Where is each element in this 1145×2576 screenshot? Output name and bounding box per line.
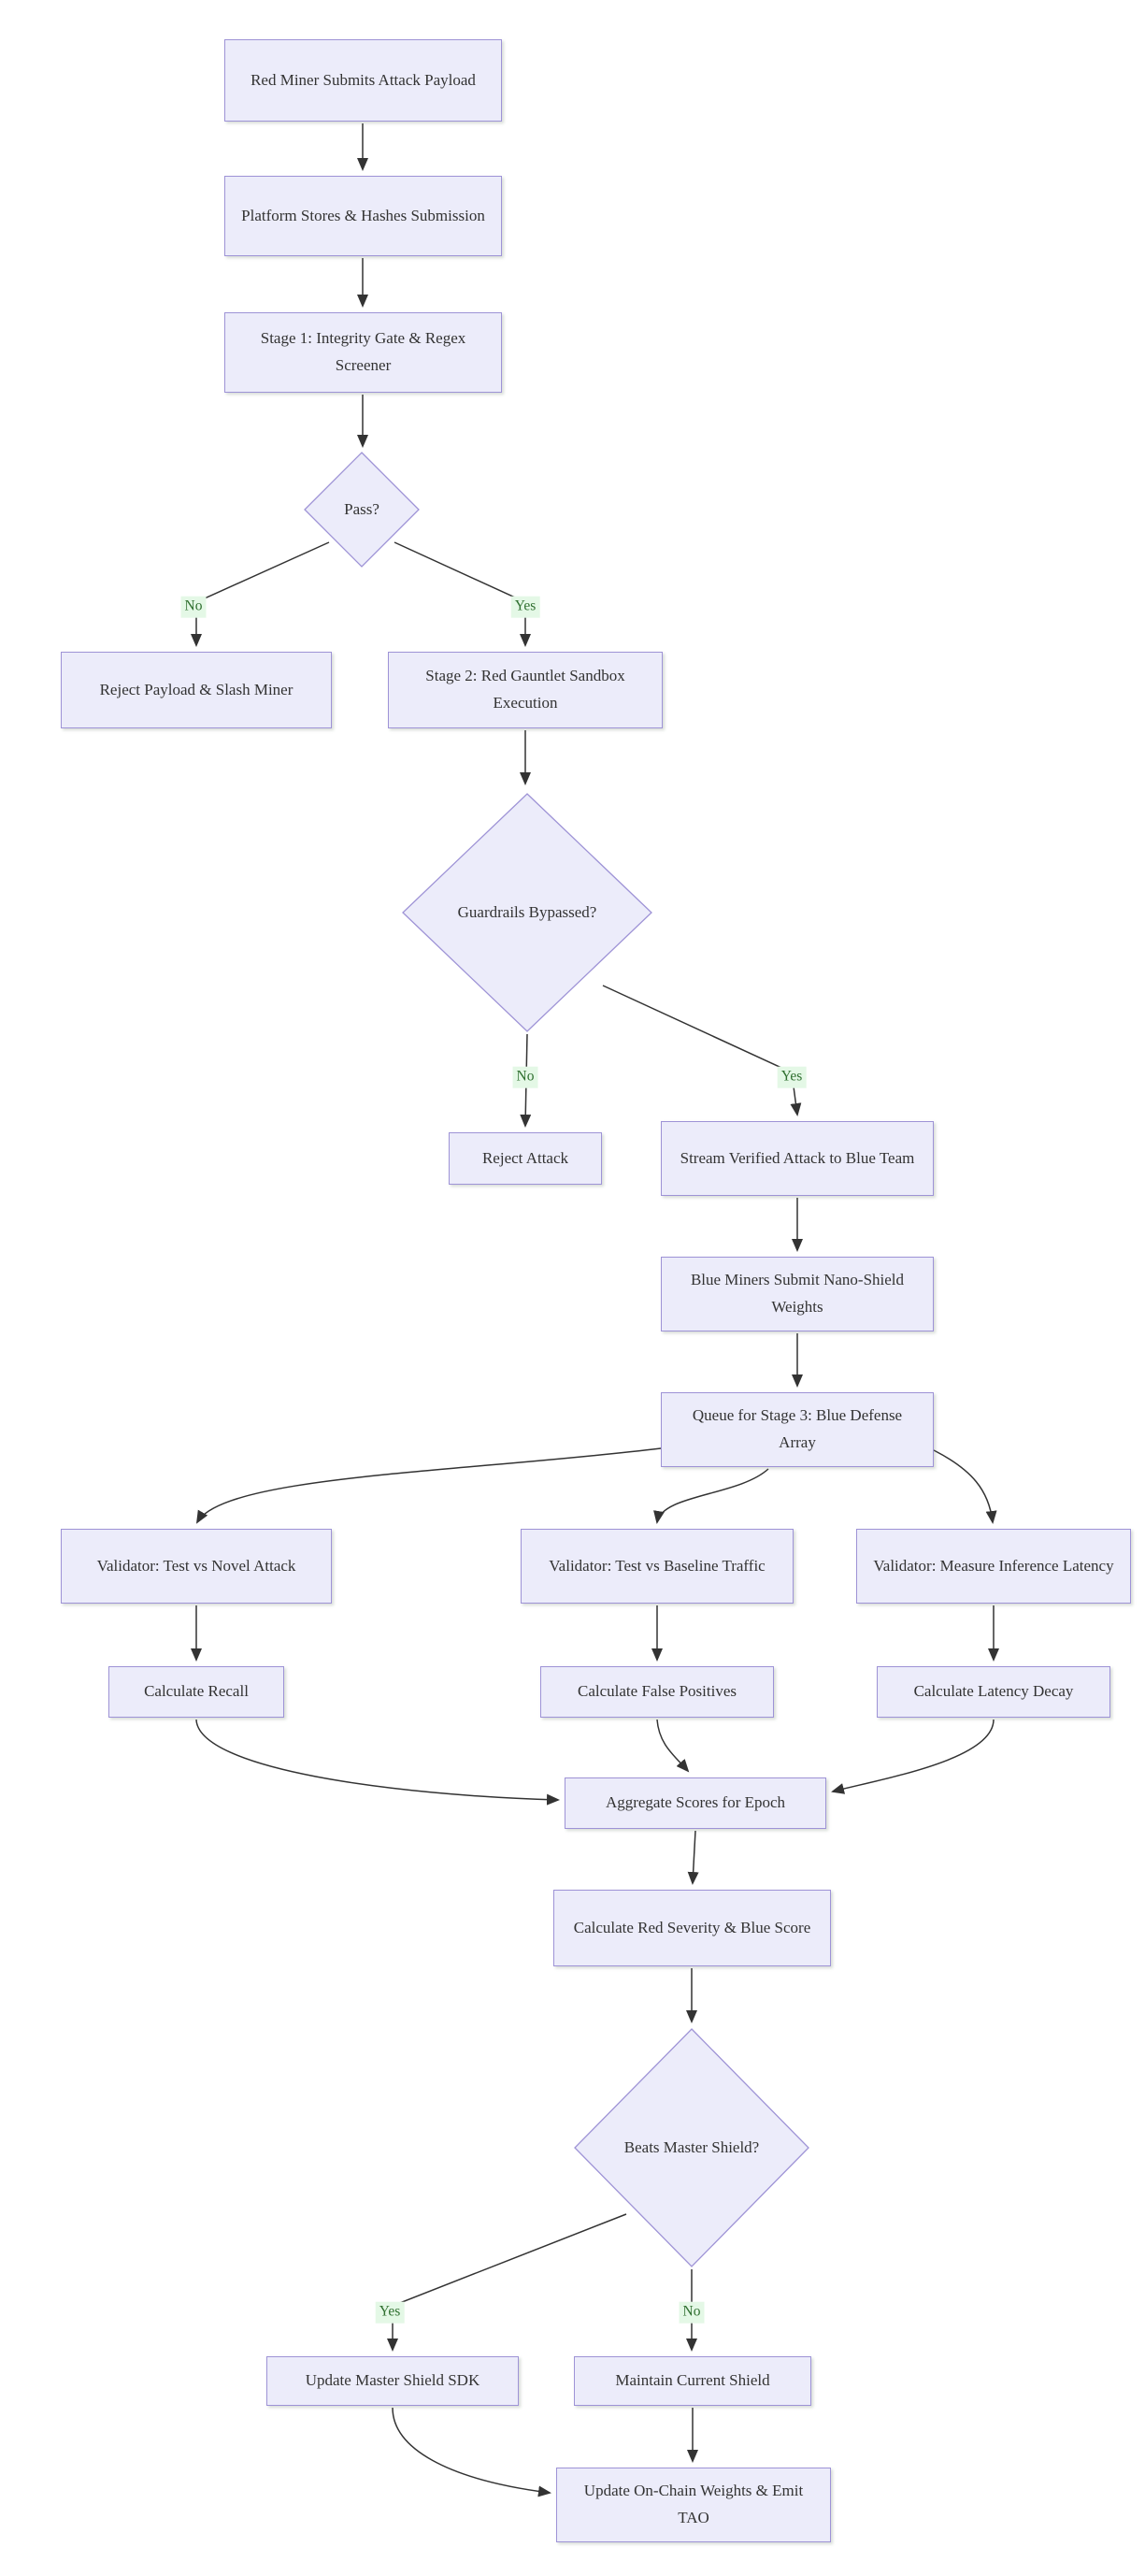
edge-k-m [653, 1468, 769, 1524]
edge-label-beats-yes: Yes [375, 2301, 405, 2324]
decision-beats-master-shield-label: Beats Master Shield? [623, 2138, 760, 2156]
node-stage2-red-gauntlet-sandbox-execution: Stage 2: Red Gauntlet Sandbox Execution [388, 652, 663, 728]
decision-guardrails-bypassed-shape [402, 793, 652, 1032]
node-validator-test-vs-baseline-traffic: Validator: Test vs Baseline Traffic [521, 1529, 794, 1604]
edge-g-i-yes [602, 985, 802, 1116]
node-validator-test-vs-novel-attack: Validator: Test vs Novel Attack [61, 1529, 332, 1604]
node-calculate-recall: Calculate Recall [108, 1666, 284, 1718]
edge-label-guardrails-yes: Yes [777, 1066, 807, 1088]
node-label: Stage 1: Integrity Gate & Regex Screener [260, 329, 466, 374]
node-aggregate-scores-for-epoch: Aggregate Scores for Epoch [565, 1777, 826, 1829]
edge-label-beats-no: No [679, 2301, 705, 2324]
node-label: Calculate False Positives [578, 1682, 737, 1701]
node-label: Stream Verified Attack to Blue Team [680, 1148, 915, 1167]
node-label: Update On-Chain Weights & Emit TAO [583, 2482, 804, 2526]
node-label: Queue for Stage 3: Blue Defense Array [692, 1406, 903, 1451]
node-stage1-integrity-gate-regex-screener: Stage 1: Integrity Gate & Regex Screener [224, 312, 502, 393]
edge-t-u-yes [387, 2213, 627, 2352]
node-calculate-false-positives: Calculate False Positives [540, 1666, 774, 1718]
node-label: Blue Miners Submit Nano-Shield Weights [690, 1271, 905, 1316]
node-label: Validator: Test vs Novel Attack [96, 1556, 296, 1575]
node-update-on-chain-weights-emit-tao: Update On-Chain Weights & Emit TAO [556, 2468, 831, 2542]
edge-k-l [195, 1447, 662, 1524]
decision-pass-label: Pass? [344, 500, 379, 518]
node-calculate-red-severity-blue-score: Calculate Red Severity & Blue Score [553, 1890, 831, 1966]
node-reject-payload-slash-miner: Reject Payload & Slash Miner [61, 652, 332, 728]
edge-r-s [687, 1830, 699, 1885]
edge-q-r [831, 1719, 995, 1794]
node-label: Stage 2: Red Gauntlet Sandbox Execution [425, 667, 625, 712]
node-validator-measure-inference-latency: Validator: Measure Inference Latency [856, 1529, 1131, 1604]
node-label: Validator: Measure Inference Latency [873, 1556, 1114, 1575]
node-label: Calculate Recall [144, 1682, 249, 1701]
edge-label-guardrails-no: No [512, 1066, 538, 1088]
edge-d-e-no [191, 541, 330, 647]
node-label: Reject Payload & Slash Miner [99, 680, 293, 698]
edge-p-r [656, 1719, 690, 1773]
edge-label-pass-no: No [180, 596, 207, 618]
node-update-master-shield-sdk: Update Master Shield SDK [266, 2356, 519, 2406]
node-red-miner-submits-attack-payload: Red Miner Submits Attack Payload [224, 39, 502, 122]
edge-d-f-yes [394, 541, 531, 647]
node-label: Platform Stores & Hashes Submission [241, 206, 485, 224]
node-blue-miners-submit-nano-shield-weights: Blue Miners Submit Nano-Shield Weights [661, 1257, 934, 1331]
node-label: Update Master Shield SDK [305, 2371, 480, 2390]
decision-guardrails-bypassed-label: Guardrails Bypassed? [457, 903, 597, 921]
node-label: Calculate Latency Decay [913, 1682, 1074, 1701]
edge-u-w [392, 2407, 551, 2497]
edge-k-n [933, 1449, 997, 1524]
node-platform-stores-hashes-submission: Platform Stores & Hashes Submission [224, 176, 502, 256]
node-label: Validator: Test vs Baseline Traffic [549, 1556, 766, 1575]
node-label: Aggregate Scores for Epoch [605, 1793, 786, 1812]
node-reject-attack: Reject Attack [449, 1132, 602, 1185]
node-label: Red Miner Submits Attack Payload [250, 70, 476, 89]
node-queue-stage3-blue-defense-array: Queue for Stage 3: Blue Defense Array [661, 1392, 934, 1467]
node-maintain-current-shield: Maintain Current Shield [574, 2356, 811, 2406]
node-stream-verified-attack-to-blue-team: Stream Verified Attack to Blue Team [661, 1121, 934, 1196]
node-label: Maintain Current Shield [615, 2371, 770, 2390]
node-label: Reject Attack [481, 1148, 569, 1167]
edge-o-r [195, 1719, 560, 1806]
edge-label-pass-yes: Yes [510, 596, 540, 618]
node-calculate-latency-decay: Calculate Latency Decay [877, 1666, 1110, 1718]
node-label: Calculate Red Severity & Blue Score [573, 1918, 811, 1936]
decision-beats-master-shield-shape [574, 2028, 809, 2267]
decision-pass-shape [304, 452, 420, 568]
